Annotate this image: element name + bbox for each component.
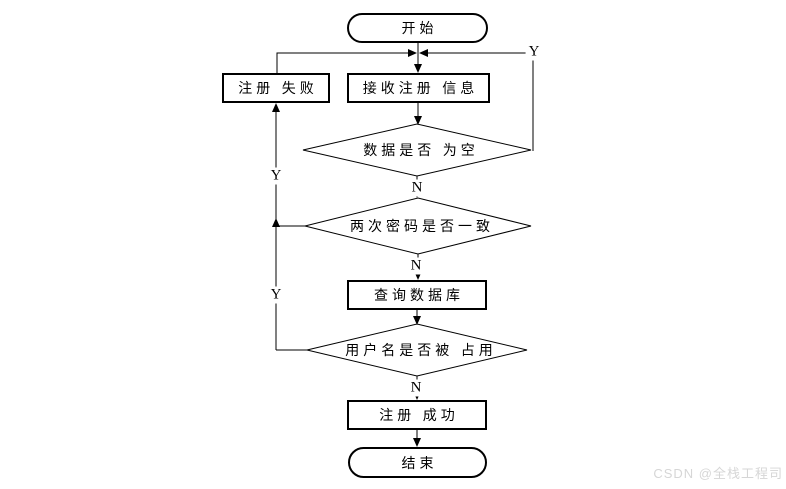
end-terminal: 结束 <box>348 447 487 478</box>
register-fail-process: 注册 失败 <box>222 73 330 103</box>
username-taken-decision-label: 用户名是否被 占用 <box>345 344 497 359</box>
data-empty-diamond-shape <box>302 123 532 177</box>
query-database-process: 查询数据库 <box>347 280 487 310</box>
branch-label-n-username-taken: N <box>407 379 425 397</box>
register-success-process: 注册 成功 <box>347 400 487 430</box>
branch-label-y-username-fail: Y <box>267 286 285 304</box>
branch-label-n-password-match: N <box>407 257 425 275</box>
receive-register-info-process: 接收注册 信息 <box>347 73 490 103</box>
branch-label-y-password-fail: Y <box>267 167 285 185</box>
password-match-decision-label: 两次密码是否一致 <box>350 220 494 235</box>
username-taken-diamond-shape <box>306 323 528 377</box>
csdn-watermark: CSDN @全栈工程司 <box>653 466 783 481</box>
password-match-diamond-shape <box>304 197 532 255</box>
branch-label-n-data-empty: N <box>408 179 426 197</box>
branch-label-y-empty-loop: Y <box>525 43 543 61</box>
start-terminal: 开始 <box>347 13 488 43</box>
data-empty-decision-label: 数据是否 为空 <box>363 144 479 159</box>
